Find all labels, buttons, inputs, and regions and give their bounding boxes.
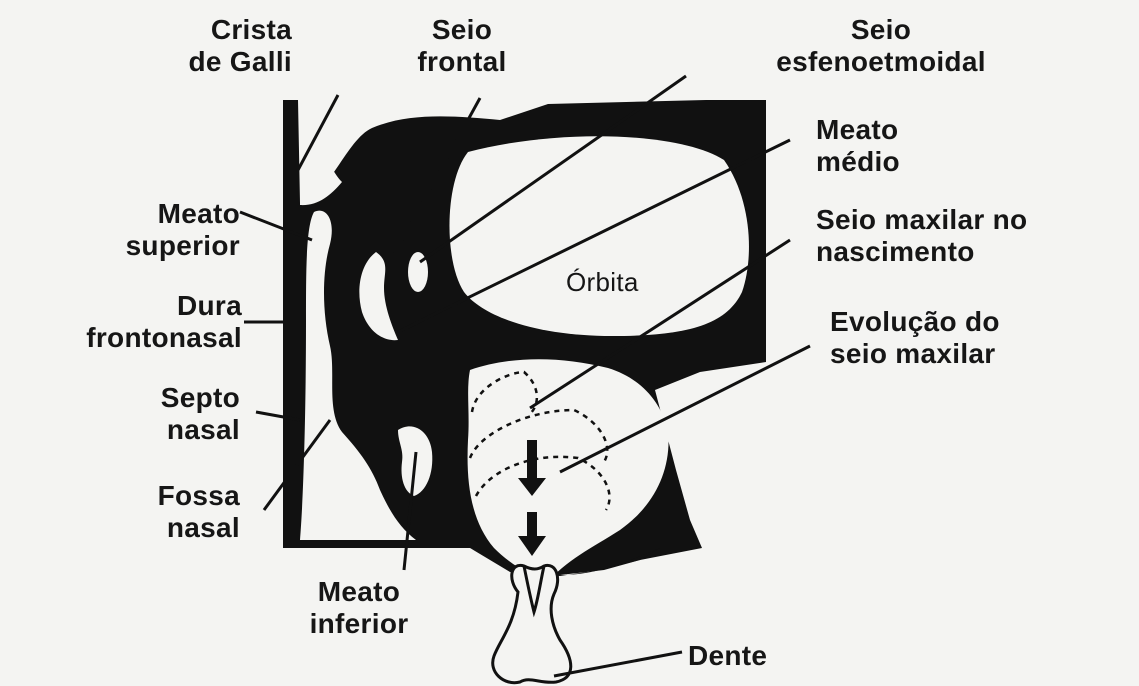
label-seio-maxilar-nascimento: Seio maxilar no nascimento bbox=[816, 204, 1027, 268]
label-meato-inferior-line1: Meato bbox=[284, 576, 434, 608]
label-seio-maxilar-line1: Seio maxilar no bbox=[816, 204, 1027, 236]
label-fossa-line2: nasal bbox=[100, 512, 240, 544]
label-crista-line2: de Galli bbox=[172, 46, 292, 78]
label-meato-medio: Meato médio bbox=[816, 114, 900, 178]
label-fossa-nasal: Fossa nasal bbox=[100, 480, 240, 544]
label-seio-esfeno-line1: Seio bbox=[716, 14, 1046, 46]
label-seio-maxilar-line2: nascimento bbox=[816, 236, 1027, 268]
label-seio-esfeno-line2: esfenoetmoidal bbox=[716, 46, 1046, 78]
label-septo-line1: Septo bbox=[100, 382, 240, 414]
label-dura-line1: Dura bbox=[20, 290, 242, 322]
label-evolucao-line2: seio maxilar bbox=[830, 338, 1000, 370]
label-meato-superior-line2: superior bbox=[100, 230, 240, 262]
label-meato-superior: Meato superior bbox=[100, 198, 240, 262]
label-orbita: Órbita bbox=[566, 266, 639, 298]
label-crista-de-galli: Crista de Galli bbox=[172, 14, 292, 78]
leader-dente bbox=[554, 652, 682, 676]
label-septo-nasal: Septo nasal bbox=[100, 382, 240, 446]
label-meato-inferior-line2: inferior bbox=[284, 608, 434, 640]
label-seio-esfenoetmoidal: Seio esfenoetmoidal bbox=[716, 14, 1046, 78]
label-dura-frontonasal: Dura frontonasal bbox=[20, 290, 242, 354]
label-meato-superior-line1: Meato bbox=[100, 198, 240, 230]
label-fossa-line1: Fossa bbox=[100, 480, 240, 512]
label-evolucao-line1: Evolução do bbox=[830, 306, 1000, 338]
label-evolucao-seio-maxilar: Evolução do seio maxilar bbox=[830, 306, 1000, 370]
label-seio-frontal-line2: frontal bbox=[402, 46, 522, 78]
label-seio-frontal: Seio frontal bbox=[402, 14, 522, 78]
label-dura-line2: frontonasal bbox=[20, 322, 242, 354]
label-septo-line2: nasal bbox=[100, 414, 240, 446]
orbit-cavity bbox=[449, 136, 748, 336]
label-meato-medio-line2: médio bbox=[816, 146, 900, 178]
label-meato-medio-line1: Meato bbox=[816, 114, 900, 146]
label-dente: Dente bbox=[688, 640, 767, 672]
label-seio-frontal-line1: Seio bbox=[402, 14, 522, 46]
label-crista-line1: Crista bbox=[172, 14, 292, 46]
tooth-outline bbox=[493, 565, 571, 682]
label-meato-inferior: Meato inferior bbox=[284, 576, 434, 640]
